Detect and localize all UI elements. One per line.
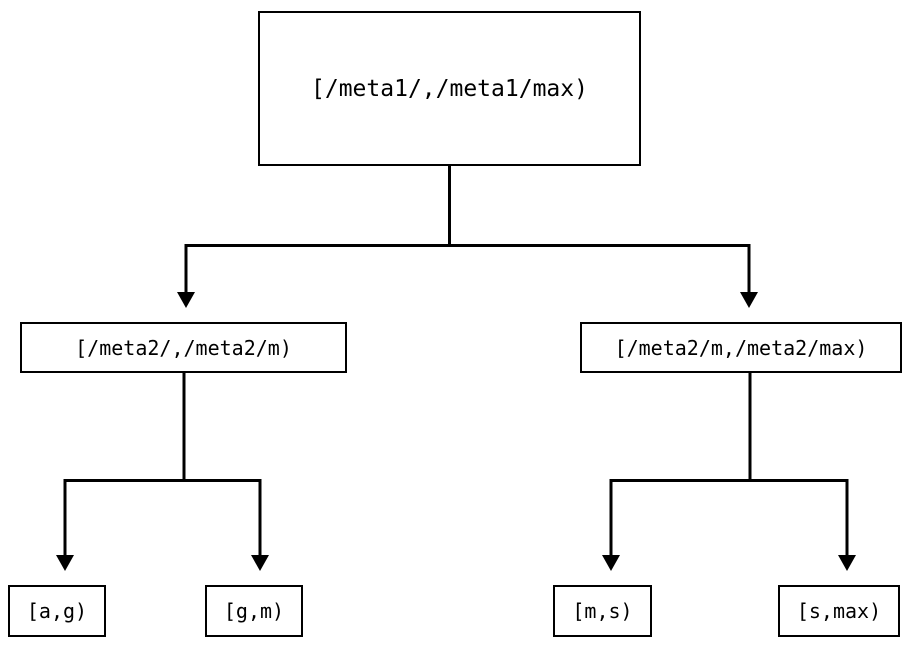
tree-node-leaf-ag-label: [a,g)	[26, 599, 88, 623]
arrowhead-down-icon-mid-right	[740, 292, 758, 308]
tree-node-root-label: [/meta1/,/meta1/max)	[311, 75, 588, 102]
tree-node-leaf-ms-label: [m,s)	[572, 599, 633, 623]
tree-node-leaf-ms[interactable]: [m,s)	[553, 585, 652, 637]
edge-root-to-mid-right	[740, 245, 758, 308]
edge-mid-right-to-leaf-smax	[838, 480, 856, 571]
tree-node-mid-right-label: [/meta2/m,/meta2/max)	[614, 335, 868, 360]
edge-mid-left-to-leaf-gm	[251, 480, 269, 571]
tree-node-leaf-gm[interactable]: [g,m)	[205, 585, 303, 637]
tree-node-mid-left[interactable]: [/meta2/,/meta2/m)	[20, 322, 347, 373]
edge-mid-right-to-leaf-ms	[602, 373, 849, 571]
arrowhead-down-icon-leaf-ms	[602, 555, 620, 571]
tree-node-leaf-smax-label: [s,max)	[796, 599, 882, 623]
tree-node-mid-left-label: [/meta2/,/meta2/m)	[75, 335, 292, 360]
arrowhead-down-icon-mid-left	[177, 292, 195, 308]
arrowhead-down-icon-leaf-gm	[251, 555, 269, 571]
edge-mid-left-to-leaf-ag	[56, 373, 262, 571]
arrowhead-down-icon-leaf-ag	[56, 555, 74, 571]
tree-node-mid-right[interactable]: [/meta2/m,/meta2/max)	[580, 322, 902, 373]
edge-root-to-mid-left	[177, 166, 751, 308]
arrowhead-down-icon-leaf-smax	[838, 555, 856, 571]
tree-node-leaf-ag[interactable]: [a,g)	[8, 585, 106, 637]
tree-node-leaf-gm-label: [g,m)	[223, 599, 285, 623]
tree-node-root[interactable]: [/meta1/,/meta1/max)	[258, 11, 641, 166]
tree-node-leaf-smax[interactable]: [s,max)	[778, 585, 900, 637]
